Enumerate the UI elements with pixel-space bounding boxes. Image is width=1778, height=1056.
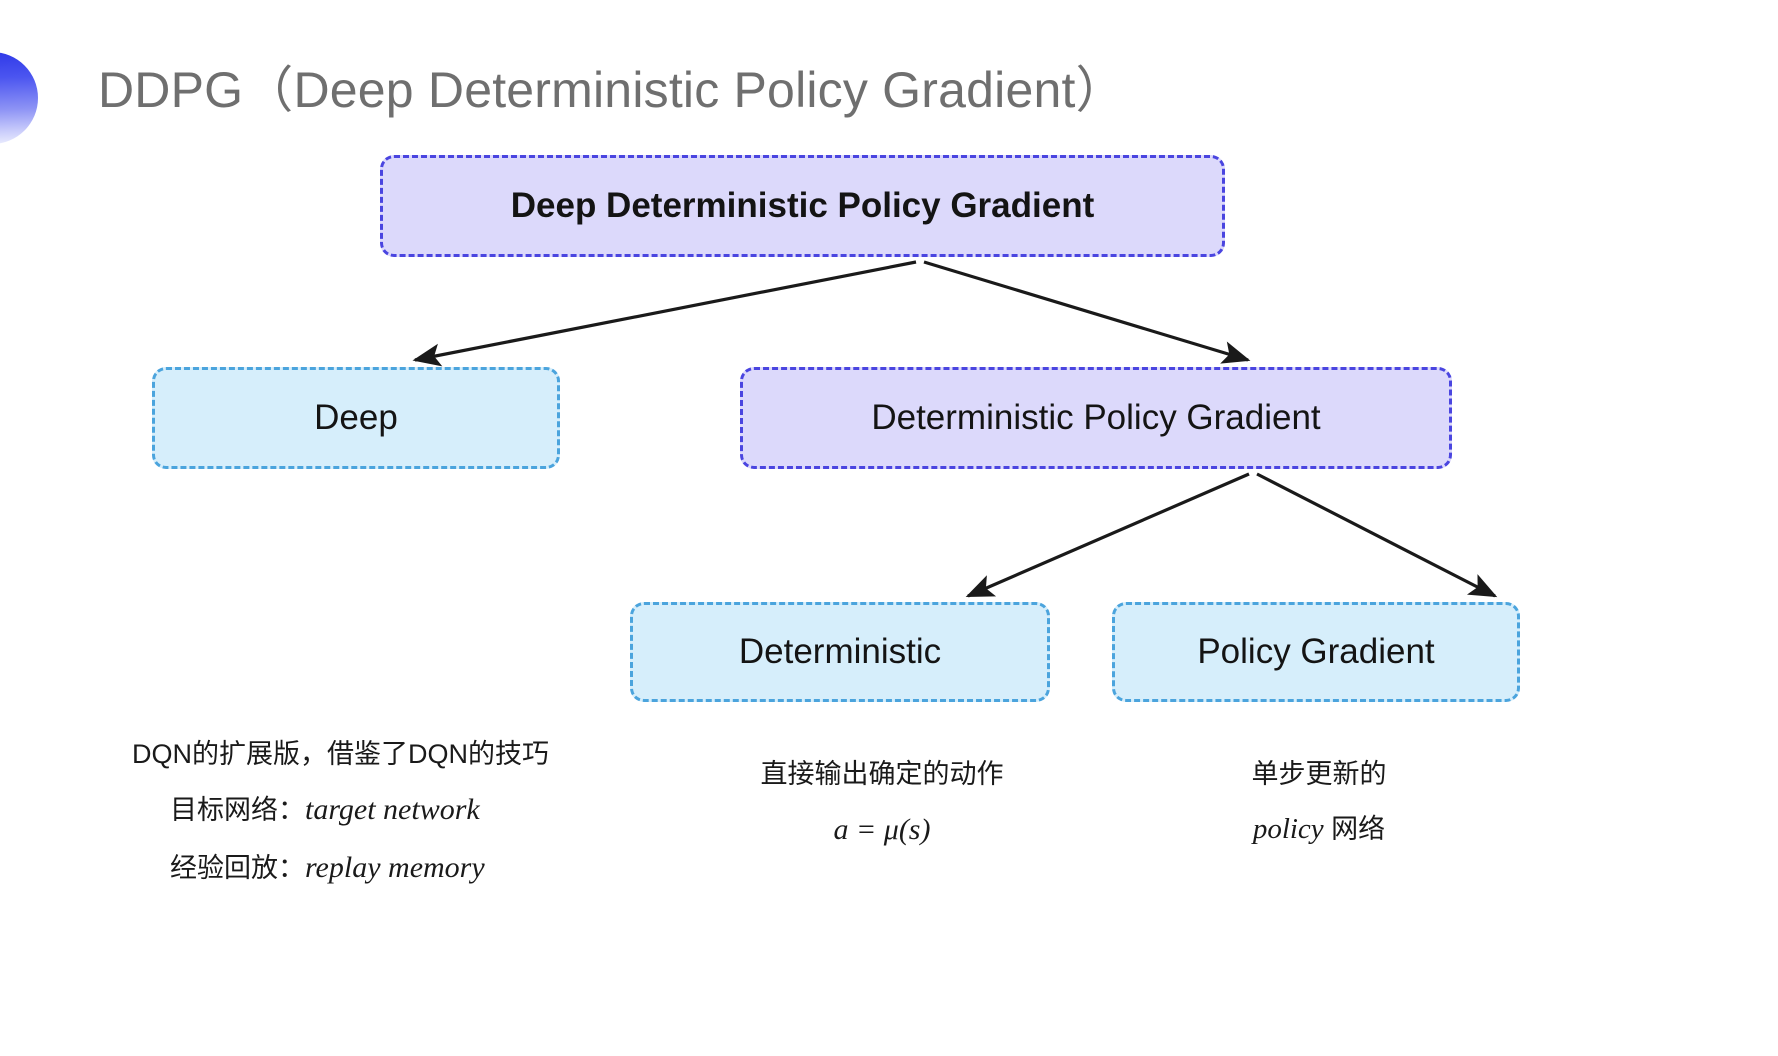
caption-policy-gradient-line-2: policy 网络 xyxy=(1205,801,1433,858)
node-label: Deep xyxy=(314,397,398,437)
node-label: Deterministic Policy Gradient xyxy=(871,397,1321,437)
arrow-root-to-dpg xyxy=(923,260,1251,364)
page-title: DDPG（Deep Deterministic Policy Gradient） xyxy=(98,62,1126,118)
caption-deep-line-3-label: 经验回放： xyxy=(170,853,305,884)
node-deterministic[interactable]: Deterministic xyxy=(630,602,1050,702)
caption-policy-gradient: 单步更新的 policy 网络 xyxy=(1205,748,1433,857)
caption-deep-line-2-value: target network xyxy=(305,792,480,826)
node-label: Deterministic xyxy=(738,631,942,671)
node-deterministic-policy-gradient[interactable]: Deterministic Policy Gradient xyxy=(740,367,1452,469)
node-deep-deterministic-policy-gradient[interactable]: Deep Deterministic Policy Gradient xyxy=(380,155,1225,257)
caption-deterministic-line-1: 直接输出确定的动作 xyxy=(760,759,1004,789)
node-policy-gradient[interactable]: Policy Gradient xyxy=(1112,602,1520,702)
title-decoration-icon xyxy=(0,52,38,144)
caption-deep-line-2-label: 目标网络： xyxy=(170,794,305,825)
caption-deterministic-formula: a = μ(s) xyxy=(833,812,931,846)
caption-policy-gradient-suffix: 网络 xyxy=(1323,813,1386,844)
caption-policy-gradient-term: policy xyxy=(1252,812,1324,845)
caption-deep: DQN的扩展版，借鉴了DQN的技巧 目标网络：target network 经验… xyxy=(132,728,549,898)
arrow-root-to-deep xyxy=(412,260,917,367)
caption-deep-line-1: DQN的扩展版，借鉴了DQN的技巧 xyxy=(132,739,549,769)
caption-deterministic: 直接输出确定的动作 a = μ(s) xyxy=(742,748,1022,859)
caption-deep-line-3-value: replay memory xyxy=(305,851,485,885)
arrow-dpg-to-policy-gradient xyxy=(1256,472,1498,598)
arrow-dpg-to-deterministic xyxy=(965,472,1250,598)
caption-policy-gradient-line-1: 单步更新的 xyxy=(1251,759,1387,789)
node-label: Policy Gradient xyxy=(1197,631,1435,671)
node-label: Deep Deterministic Policy Gradient xyxy=(510,185,1095,225)
caption-deep-line-3: 经验回放：replay memory xyxy=(132,839,549,898)
caption-deep-line-2: 目标网络：target network xyxy=(132,781,549,840)
node-deep[interactable]: Deep xyxy=(152,367,560,469)
